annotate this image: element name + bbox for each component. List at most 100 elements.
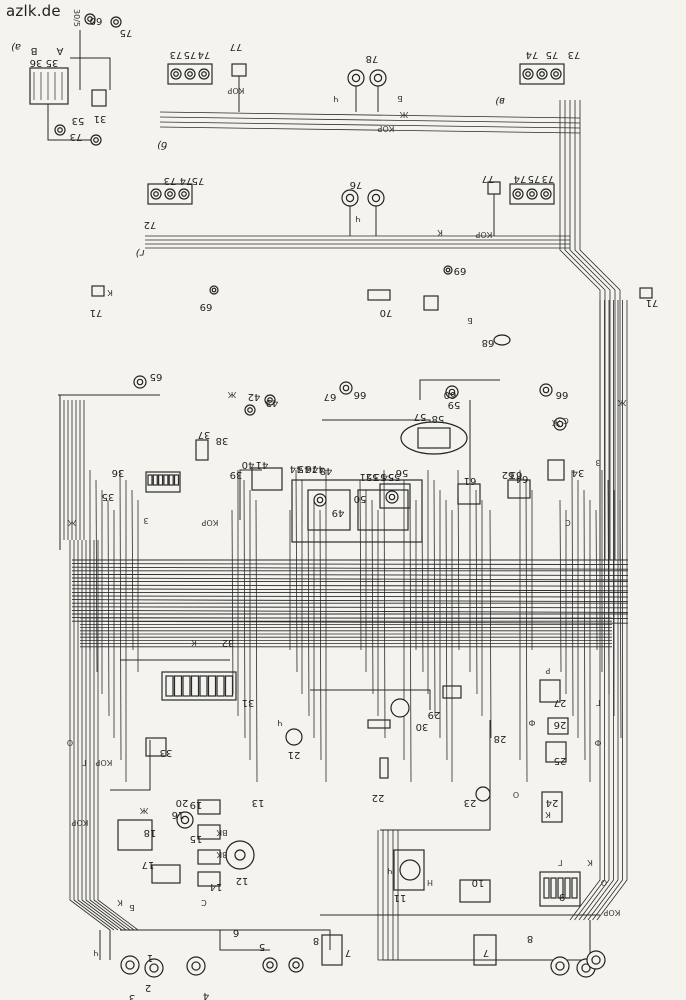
fuse (557, 877, 564, 899)
wire-color-code: Ж (67, 518, 76, 527)
component-number: 8 (313, 935, 319, 946)
lamp-filament (539, 71, 545, 77)
lamp-filament (187, 71, 193, 77)
gauge-box (357, 489, 409, 531)
sensor-box (442, 685, 462, 699)
component-number: 21 (288, 749, 301, 760)
harness-left-wire (89, 540, 131, 931)
lamp-filament (57, 127, 63, 133)
lamp-filament (180, 815, 190, 825)
fuse (190, 675, 200, 697)
harness-upper-right-wire (579, 100, 621, 560)
component-number: 74 (514, 173, 527, 184)
component-number: 26 (554, 719, 567, 730)
wire (110, 740, 151, 791)
lamp-filament (149, 963, 159, 973)
wire-color-code: Ж (139, 806, 148, 815)
wire-color-code: К (191, 638, 197, 647)
component-number: 78 (366, 53, 379, 64)
lamp-filament (555, 961, 565, 971)
connector-pin (158, 474, 164, 486)
component-number: 62 (502, 469, 515, 480)
harness-left-wire (69, 540, 111, 931)
wire-color-code: Ж (227, 390, 236, 399)
component-number: 69 (200, 301, 213, 312)
inset-label: б) (157, 139, 167, 151)
inset-a-connector (29, 67, 69, 105)
component-number: 48 (320, 465, 333, 476)
harness-left-wire (85, 540, 127, 931)
lamp-filament (556, 420, 564, 428)
lamp-filament (542, 386, 550, 394)
component-number: 74 (526, 49, 539, 60)
lamp-filament (543, 191, 549, 197)
component-number: 54 (382, 471, 395, 482)
harness-lower-wire (397, 830, 584, 961)
switch-box (457, 483, 481, 505)
fuse (182, 675, 191, 697)
component-number: 4 (203, 990, 209, 1000)
harness-left-wire (73, 540, 115, 931)
component-number: 24 (546, 797, 559, 808)
wire (219, 930, 270, 951)
lamp-filament (181, 191, 187, 197)
wire-color-code: Ж (617, 398, 626, 407)
inset-a-text: 30/5 (72, 9, 81, 27)
component-number: 15 (190, 833, 203, 844)
relay-box (545, 741, 567, 763)
relay (197, 799, 221, 815)
wire-color-code: КОР (377, 124, 394, 133)
wire-color-code: КОР (201, 518, 218, 527)
harness-trunk-wire (71, 599, 629, 603)
component-number: 5 (259, 941, 265, 952)
harness-drop-wire (571, 469, 574, 717)
inset-a-text: 53 (72, 115, 85, 126)
wire-color-code: Г (595, 698, 600, 707)
lamp-filament (153, 191, 159, 197)
harness-drop-wire (95, 479, 98, 673)
ignition-switch (417, 427, 451, 449)
connector-pin (163, 474, 169, 486)
wire-color-code: О (601, 878, 607, 887)
lamp-filament (342, 384, 350, 392)
component-number: 73 (170, 49, 183, 60)
harness-drop-wire (525, 479, 528, 783)
component-number: 75 (528, 173, 541, 184)
harness-trunk-wire (71, 588, 629, 592)
fuse (216, 675, 225, 697)
switch-box (251, 467, 283, 491)
component-number: 32 (222, 637, 235, 648)
harness-drop-wire (231, 509, 234, 695)
component-number: 14 (210, 881, 223, 892)
switch-box (547, 459, 565, 481)
harness-trunk-wire (71, 577, 629, 581)
lamp-filament (292, 961, 300, 969)
wire-color-code: КОР (71, 818, 88, 827)
component-number: 1 (147, 952, 153, 963)
lamp-socket (231, 63, 247, 77)
component-number: 30 (416, 721, 429, 732)
harness-left-wire (93, 540, 135, 931)
harness-right-wire (578, 300, 610, 921)
harness-right-wire (583, 300, 614, 921)
connector-pin (152, 474, 158, 486)
component-number: 55 (388, 471, 401, 482)
relay (197, 849, 221, 865)
wire-color-code: К (117, 898, 123, 907)
inset-a-text: В (30, 45, 37, 56)
wire (239, 469, 262, 520)
lamp-filament (373, 73, 383, 83)
wire (70, 57, 111, 90)
wire-color-code: К (107, 288, 113, 297)
lamp-filament (448, 388, 456, 396)
harness-trunk-wire (71, 606, 629, 609)
component-number: 58 (432, 413, 445, 424)
battery-symbol (459, 879, 491, 903)
relay-box (539, 679, 561, 703)
component-number: 16 (172, 809, 185, 820)
harness-trunk-wire (71, 595, 629, 598)
fuse-box (539, 871, 581, 907)
inset-label: а) (11, 41, 21, 52)
